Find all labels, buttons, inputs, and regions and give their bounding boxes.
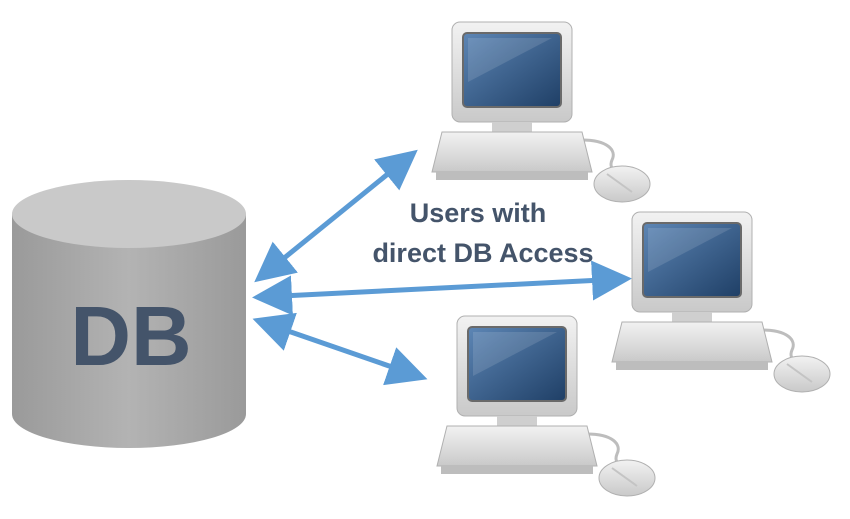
database-cylinder: DB (12, 180, 246, 448)
connection-arrows (252, 149, 632, 386)
caption-line1: Users with (410, 198, 547, 228)
arrow-to-bottom-computer (252, 312, 428, 386)
arrow-to-top-computer (254, 149, 418, 283)
computer-middle-icon (610, 210, 832, 394)
users-caption: Users with direct DB Access (372, 198, 593, 268)
computer-top-icon (430, 20, 652, 204)
db-label: DB (70, 289, 191, 383)
caption-line2: direct DB Access (372, 238, 593, 268)
arrow-to-middle-computer (252, 260, 632, 316)
